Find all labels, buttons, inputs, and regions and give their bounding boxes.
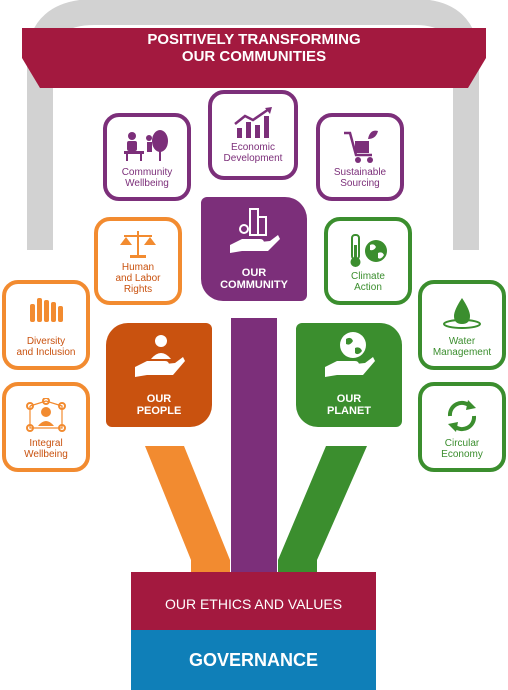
growth-chart-icon xyxy=(234,107,272,138)
label-line: Diversity xyxy=(26,336,66,347)
label-line: Climate xyxy=(351,271,385,282)
ethics-label: OUR ETHICS AND VALUES xyxy=(164,596,343,612)
label-line: Economic xyxy=(231,142,275,153)
label-line: Sourcing xyxy=(340,178,380,189)
label-line: Community xyxy=(121,167,173,178)
people-bench-icon xyxy=(124,130,168,161)
label-line: OUR xyxy=(241,267,267,279)
title-banner xyxy=(22,28,486,88)
label-line: OUR xyxy=(146,393,172,405)
hand-globe-icon xyxy=(325,332,375,377)
label-line: Wellbeing xyxy=(125,178,169,189)
label-line: Water xyxy=(448,336,476,347)
ethics-bar: OUR ETHICS AND VALUES xyxy=(131,572,376,630)
hand-person-icon xyxy=(135,335,185,377)
network-person-icon xyxy=(26,398,66,432)
label-line: PEOPLE xyxy=(136,405,182,417)
label-line: Development xyxy=(223,153,283,164)
label-line: Integral xyxy=(29,438,63,449)
orange-branch xyxy=(145,446,230,574)
water-drop-icon xyxy=(443,298,481,329)
label-line: Economy xyxy=(441,449,483,460)
label-line: COMMUNITY xyxy=(220,279,288,291)
purple-trunk xyxy=(231,318,277,574)
label-line: Action xyxy=(354,282,382,293)
recycle-arrows-icon xyxy=(447,400,477,432)
raised-hands-icon xyxy=(30,298,63,322)
label-line: Rights xyxy=(123,284,153,295)
label-line: Circular xyxy=(444,438,480,449)
thermometer-globe-icon xyxy=(350,234,387,267)
label-line: and Labor xyxy=(115,273,161,284)
hand-buildings-icon xyxy=(230,208,280,253)
governance-bar: GOVERNANCE xyxy=(131,630,376,690)
label-line: Human xyxy=(121,262,155,273)
label-line: OUR xyxy=(336,393,362,405)
label-line: Management xyxy=(432,347,492,358)
label-line: and Inclusion xyxy=(16,347,76,358)
green-branch xyxy=(278,446,367,574)
label-line: PLANET xyxy=(327,405,371,417)
scales-icon xyxy=(120,231,156,258)
title-line-2: OUR COMMUNITIES xyxy=(181,48,327,65)
governance-label: GOVERNANCE xyxy=(188,650,318,670)
title: POSITIVELY TRANSFORMING OUR COMMUNITIES xyxy=(22,31,486,65)
label-line: Wellbeing xyxy=(24,449,68,460)
cart-leaf-icon xyxy=(344,130,378,163)
title-line-1: POSITIVELY TRANSFORMING xyxy=(147,31,361,48)
label-line: Sustainable xyxy=(333,167,387,178)
